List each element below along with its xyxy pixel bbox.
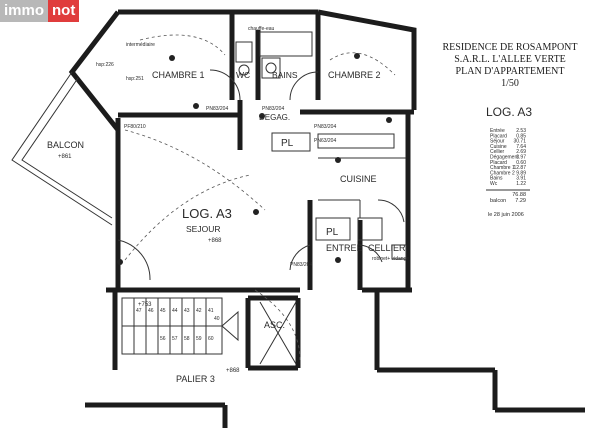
- area-room-name: Bains: [490, 176, 503, 182]
- stair-number: 45: [160, 308, 166, 314]
- tap-note: robinet+ vidange: [372, 256, 409, 262]
- door-swings: [117, 69, 405, 281]
- stair-number: 58: [184, 336, 190, 342]
- room-label-wc: WC: [236, 70, 250, 80]
- area-room-value: 2.53: [516, 128, 526, 134]
- plan-date: le 28 juin 2006: [488, 212, 524, 218]
- sejour-level: +868: [208, 238, 222, 244]
- watermark-immo: immo: [0, 0, 49, 22]
- area-room-value: 3.91: [516, 176, 526, 182]
- room-labels: CHAMBRE 1 WC BAINS CHAMBRE 2 DEGAG. PL P…: [47, 70, 406, 384]
- partitions: [235, 31, 407, 260]
- stair-number: 47: [136, 308, 142, 314]
- water-heater-note: chauffe-eau: [248, 26, 275, 32]
- area-room-name: Cuisine: [490, 144, 507, 150]
- area-room-value: 3.97: [516, 155, 526, 161]
- stair-number: 41: [208, 308, 214, 314]
- title-residence: RESIDENCE DE ROSAMPONT: [442, 42, 577, 53]
- area-room-name: Chambre 1: [490, 165, 515, 171]
- lot-title: LOG. A3: [486, 105, 532, 119]
- area-room-value: 0.85: [516, 133, 526, 139]
- area-room-name: Placard: [490, 133, 507, 139]
- room-label-cellier: CELLIER: [368, 243, 406, 253]
- socket-icon: [193, 103, 199, 109]
- door-note: PN83/204: [290, 262, 312, 268]
- door-note: PN83/204: [314, 124, 336, 130]
- light-point-icon: [335, 157, 341, 163]
- room-label-entree: ENTREE: [326, 243, 363, 253]
- light-point-icon: [259, 113, 265, 119]
- socket-icon: [386, 117, 392, 123]
- area-room-value: 0.60: [516, 160, 526, 166]
- light-point-icon: [169, 55, 175, 61]
- light-point-icon: [253, 209, 259, 215]
- room-label-asc: ASC.: [264, 320, 285, 330]
- balcon-area-label: balcon: [490, 198, 506, 204]
- area-room-value: 9.89: [516, 170, 526, 176]
- room-label-log-a3: LOG. A3: [182, 206, 232, 221]
- area-room-value: 30.71: [513, 139, 526, 145]
- room-label-placard-1: PL: [281, 138, 294, 149]
- intermediate-note: intermédiaire: [126, 42, 155, 48]
- walls: [11, 9, 585, 428]
- height-note: hsp:251: [126, 76, 144, 82]
- area-room-value: 1.22: [516, 181, 526, 187]
- stair-numbers: 47 46 45 44 43 42 41 40 56 57 58 59 60: [136, 308, 220, 342]
- balcon-area-value: 7.29: [515, 198, 526, 204]
- area-room-name: Cellier: [490, 149, 505, 155]
- immonot-watermark-logo: immo not: [0, 0, 80, 22]
- light-point-icon: [354, 53, 360, 59]
- room-label-cuisine: CUISINE: [340, 174, 377, 184]
- area-room-name: Dégagement: [490, 155, 519, 161]
- area-room-name: Séjour: [490, 139, 505, 145]
- height-note: hsp:226: [96, 62, 114, 68]
- room-label-sejour: SEJOUR: [186, 224, 220, 234]
- window-note: PF80/210: [124, 124, 146, 130]
- stair-number: 40: [214, 316, 220, 322]
- door-note: PN83/204: [262, 106, 284, 112]
- room-label-palier: PALIER 3: [176, 374, 215, 384]
- area-room-name: Chambre 2: [490, 170, 515, 176]
- dashed-arcs: [124, 34, 396, 361]
- title-scale: 1/50: [501, 78, 519, 89]
- stair-number: 43: [184, 308, 190, 314]
- area-total: 76.88: [512, 192, 526, 198]
- door-note: PN83/204: [206, 106, 228, 112]
- area-room-name: Entrée: [490, 128, 505, 134]
- title-plan: PLAN D'APPARTEMENT: [456, 66, 565, 77]
- annotations: PN83/204 PN83/204 PN63/204 PN83/204 PN83…: [96, 26, 409, 268]
- area-room-name: Wc: [490, 181, 498, 187]
- light-point-icon: [335, 257, 341, 263]
- room-label-degag: DEGAG.: [259, 113, 290, 122]
- electrical-symbols: [117, 53, 392, 265]
- area-room-value: 12.87: [513, 165, 526, 171]
- room-label-chambre-2: CHAMBRE 2: [328, 70, 381, 80]
- area-room-value: 2.69: [516, 149, 526, 155]
- stair-level: +753: [138, 302, 152, 308]
- stair-number: 56: [160, 336, 166, 342]
- stair-number: 42: [196, 308, 202, 314]
- title-company: S.A.R.L. L'ALLEE VERTE: [454, 54, 566, 65]
- balcon-level: +861: [58, 154, 72, 160]
- palier-level: +868: [226, 368, 240, 374]
- room-label-bains: BAINS: [272, 70, 298, 80]
- area-room-value: 7.64: [516, 144, 526, 150]
- stair-number: 46: [148, 308, 154, 314]
- staircase: [121, 297, 297, 365]
- stair-number: 44: [172, 308, 178, 314]
- door-note: PN63/204: [314, 138, 336, 144]
- room-label-chambre-1: CHAMBRE 1: [152, 70, 205, 80]
- room-label-placard-2: PL: [326, 227, 339, 238]
- stair-number: 57: [172, 336, 178, 342]
- room-label-balcon: BALCON: [47, 140, 84, 150]
- area-room-name: Placard: [490, 160, 507, 166]
- stair-number: 60: [208, 336, 214, 342]
- stair-number: 59: [196, 336, 202, 342]
- socket-icon: [117, 259, 123, 265]
- watermark-not: not: [48, 0, 80, 22]
- title-block: RESIDENCE DE ROSAMPONT S.A.R.L. L'ALLEE …: [442, 42, 577, 89]
